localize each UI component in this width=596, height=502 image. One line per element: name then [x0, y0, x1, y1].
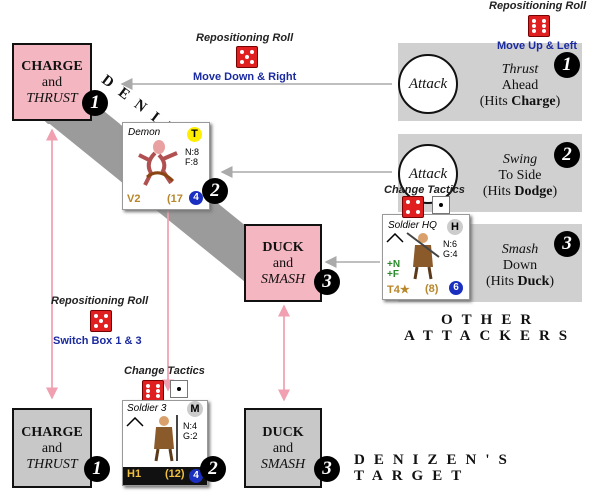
repositioning-roll-label: Repositioning Roll: [51, 295, 149, 307]
box-title: CHARGE: [21, 59, 83, 74]
box-sub: THRUST: [26, 457, 78, 472]
other-attackers-line2: ATTACKERS: [404, 328, 577, 344]
attack-circle-1[interactable]: Attack: [398, 54, 458, 114]
demon-card[interactable]: Demon T N:8 F:8 V2 (17 4: [122, 122, 210, 210]
soldier-figure-icon: [406, 232, 440, 280]
red-die-icon[interactable]: [142, 380, 164, 402]
card-fame: (12): [165, 468, 185, 480]
box-sub: THRUST: [26, 91, 78, 106]
move-down-right-label: Move Down & Right: [193, 71, 297, 83]
box-and: and: [41, 441, 63, 456]
denizen-box-charge-thrust[interactable]: CHARGE and THRUST: [12, 43, 92, 121]
stat-n: N:6: [443, 239, 458, 249]
red-die-icon[interactable]: [402, 196, 424, 218]
white-die-icon[interactable]: [432, 196, 450, 214]
stat-n: N:8: [185, 147, 200, 157]
box-sub: SMASH: [260, 272, 306, 287]
attack-text-1: Thrust Ahead (Hits Charge): [479, 62, 561, 109]
soldier-hq-card[interactable]: Soldier HQ H N:6 G:4 +N +F T4★ (8) 6: [382, 214, 470, 300]
attack-number-3: 3: [554, 231, 580, 257]
tactics-badge: M: [187, 401, 203, 417]
box-and: and: [272, 256, 294, 271]
card-name: Soldier 3: [127, 403, 167, 414]
other-attackers-line1: OTHER: [441, 312, 541, 328]
red-die-icon[interactable]: [528, 15, 550, 37]
switch-box-label: Switch Box 1 & 3: [53, 335, 142, 347]
demon-figure-icon: [138, 140, 178, 186]
denizens-target-line2: TARGET: [354, 468, 471, 484]
target-number-1: 1: [84, 456, 110, 482]
attack-number-1: 1: [554, 52, 580, 78]
card-circle: 6: [449, 281, 463, 295]
move-up-left-label: Move Up & Left: [497, 40, 578, 52]
stat-f: F:8: [185, 157, 199, 167]
repositioning-roll-label: Repositioning Roll: [489, 0, 587, 12]
card-circle: 4: [189, 469, 203, 483]
target-box-charge-thrust[interactable]: CHARGE and THRUST: [12, 408, 92, 488]
box-and: and: [272, 441, 294, 456]
card-footer: [123, 467, 207, 485]
change-tactics-label: Change Tactics: [124, 365, 205, 377]
red-die-icon[interactable]: [90, 310, 112, 332]
card-fame: (17: [167, 193, 183, 205]
stat-n: N:4: [183, 421, 198, 431]
denizen-box-duck-smash[interactable]: DUCK and SMASH: [244, 224, 322, 302]
red-die-icon[interactable]: [236, 46, 258, 68]
stat-g: G:2: [183, 431, 198, 441]
side-f: +F: [387, 269, 399, 280]
box-title: CHARGE: [21, 425, 83, 440]
box-number-3: 3: [314, 269, 340, 295]
soldier3-card[interactable]: Soldier 3 M N:4 G:2 H1 (12) 4: [122, 400, 208, 486]
card-t: T4★: [387, 284, 410, 296]
card-name: Demon: [128, 127, 161, 138]
box-and: and: [41, 75, 63, 90]
attack-text-3: Smash Down (Hits Duck): [485, 242, 555, 289]
box-number-1: 1: [82, 90, 108, 116]
card-fame: (8): [425, 283, 439, 295]
soldier3-box-number-2: 2: [200, 456, 226, 482]
tactics-badge: T: [187, 127, 202, 142]
chevron-icon: [386, 233, 404, 243]
card-circle: 4: [189, 191, 203, 205]
attack-circle-2[interactable]: Attack: [398, 144, 458, 204]
box-sub: SMASH: [260, 457, 306, 472]
repositioning-roll-label: Repositioning Roll: [196, 32, 294, 44]
attack-text-2: Swing To Side (Hits Dodge): [482, 152, 558, 199]
soldier-figure-icon: [154, 415, 178, 462]
demon-box-number-2: 2: [202, 178, 228, 204]
card-h: H1: [127, 468, 142, 480]
box-title: DUCK: [262, 240, 304, 255]
attack-number-2: 2: [554, 142, 580, 168]
white-die-icon[interactable]: [170, 380, 188, 398]
denizens-target-line1: DENIZEN'S: [354, 452, 516, 468]
change-tactics-label: Change Tactics: [384, 184, 465, 196]
tactics-badge: H: [447, 219, 463, 235]
side-n: +N: [387, 259, 401, 270]
box-title: DUCK: [262, 425, 304, 440]
card-name: Soldier HQ: [388, 220, 437, 231]
chevron-icon: [126, 417, 144, 427]
card-v: V2: [127, 193, 141, 205]
target-number-3: 3: [314, 456, 340, 482]
stat-g: G:4: [443, 249, 458, 259]
target-box-duck-smash[interactable]: DUCK and SMASH: [244, 408, 322, 488]
